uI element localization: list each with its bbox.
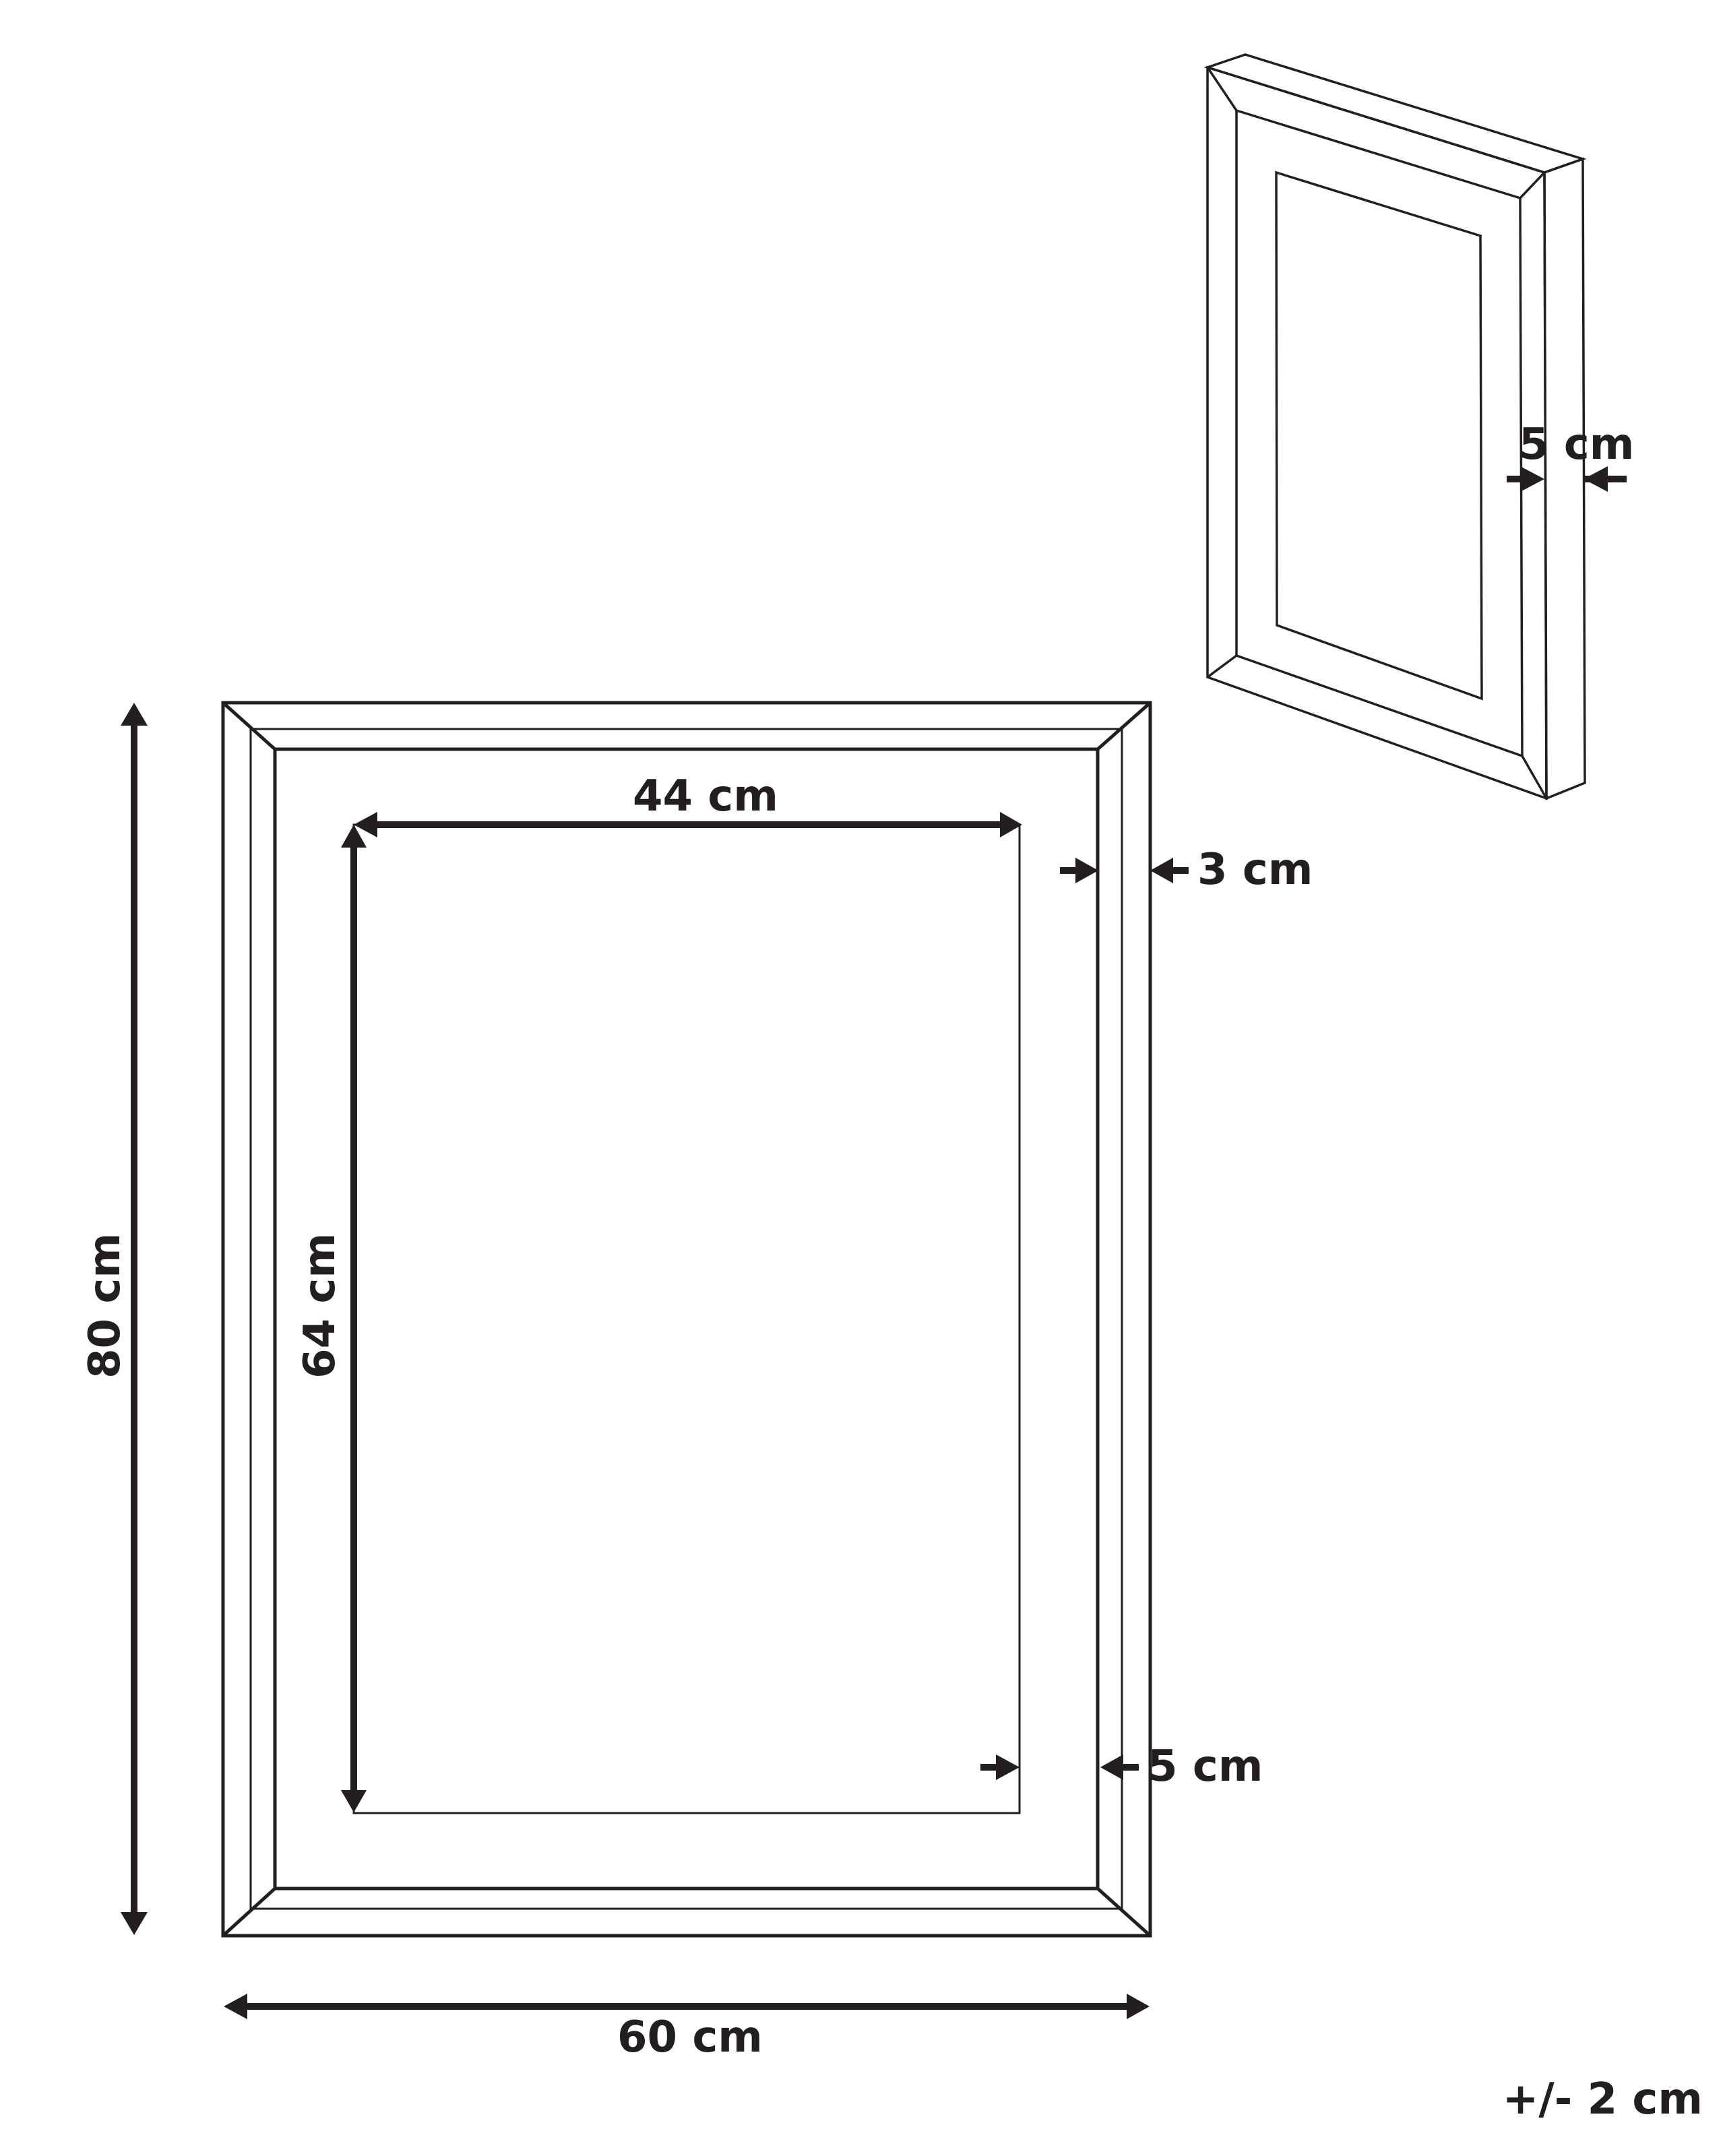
inner-height-label: 64 cm (295, 1233, 345, 1378)
miter-br (1096, 1887, 1152, 1937)
mat-border-dimension: 5 cm (980, 1742, 1263, 1792)
frame-bevel-step (249, 728, 1123, 1910)
depth-arrow-left-head (1520, 466, 1544, 492)
frame-border-arrow-right-head (1150, 858, 1173, 883)
width-dimension: 60 cm (224, 1994, 1150, 2062)
inner-height-dimension: 64 cm (295, 825, 367, 1812)
depth-label: 5 cm (1519, 420, 1634, 470)
frame-outer-edge (221, 701, 1152, 1938)
depth-dimension: 5 cm (1507, 420, 1634, 492)
mat-border-arrow-right-head (1100, 1754, 1123, 1780)
miter-tl (222, 701, 276, 751)
width-label: 60 cm (617, 2012, 763, 2062)
inner-width-arrow-left-head (354, 812, 377, 837)
height-dimension: 80 cm (80, 703, 148, 1935)
mat-border-label: 5 cm (1148, 1742, 1263, 1792)
inner-width-arrow-right-head (1000, 812, 1022, 837)
frame-border-label: 3 cm (1197, 845, 1313, 895)
frame-front-outer (1206, 65, 1548, 800)
frame-top-face (1203, 53, 1587, 174)
inner-width-dimension: 44 cm (354, 771, 1022, 837)
inner-height-arrow-top-head (341, 825, 367, 848)
miter-tr (1096, 701, 1152, 751)
inner-width-label: 44 cm (633, 771, 778, 821)
mat-border-arrow-left-head (996, 1754, 1020, 1780)
bevel-corner-tl (1206, 67, 1238, 111)
perspective-frame-view: 5 cm (1203, 53, 1634, 800)
bevel-corner-br (1521, 755, 1548, 799)
height-arrow-top-head (121, 703, 148, 726)
tolerance-label: +/- 2 cm (1503, 2074, 1703, 2124)
frame-border-dimension: 3 cm (1060, 845, 1313, 895)
width-arrow-left-head (224, 1994, 247, 2019)
frame-border-arrow-left-head (1075, 858, 1098, 883)
height-label: 80 cm (80, 1233, 130, 1378)
inner-height-arrow-bottom-head (341, 1790, 367, 1812)
depth-arrow-right-head (1583, 466, 1608, 492)
front-frame-view (221, 701, 1152, 1938)
bevel-corner-tr (1519, 171, 1546, 199)
frame-front-inner (1235, 108, 1524, 758)
width-arrow-right-head (1127, 1994, 1150, 2019)
mat-opening (1275, 170, 1483, 701)
miter-bl (222, 1887, 276, 1937)
frame-inner-edge (273, 747, 1100, 1891)
height-arrow-bottom-head (121, 1912, 148, 1935)
mat-opening-front (352, 823, 1021, 1814)
bevel-corner-bl (1206, 654, 1238, 678)
frame-side-face (1543, 157, 1586, 800)
